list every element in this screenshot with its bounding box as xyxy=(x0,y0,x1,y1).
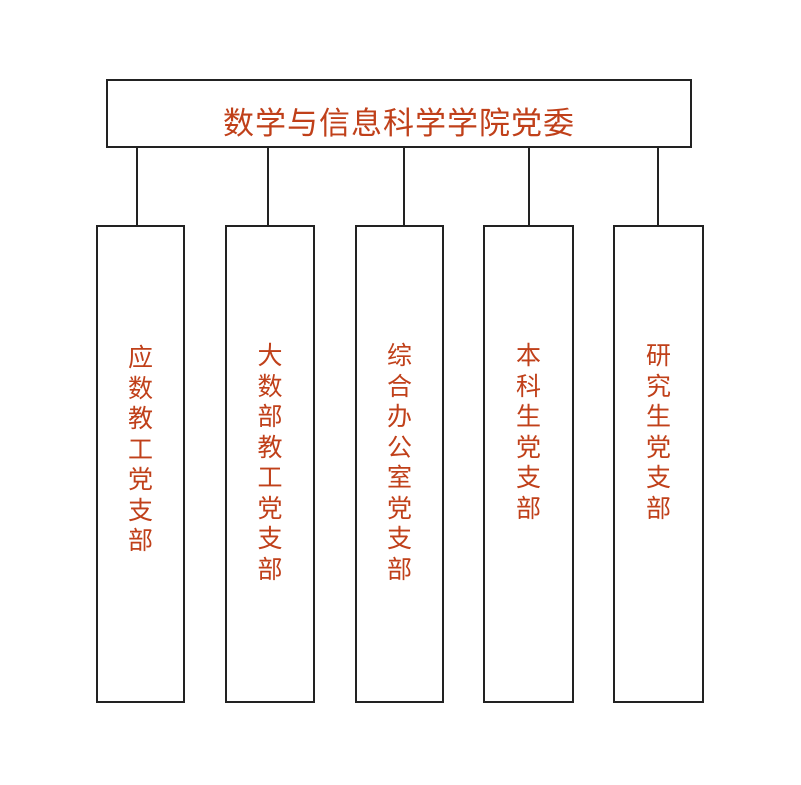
connector-line-5 xyxy=(657,147,659,226)
root-title: 数学与信息科学学院党委 xyxy=(223,106,575,142)
connector-line-1 xyxy=(136,147,138,226)
branch-label-1: 应数教工党支部 xyxy=(127,343,153,555)
branch-node-3: 综合办公室党支部 xyxy=(355,225,444,703)
root-node: 数学与信息科学学院党委 xyxy=(106,79,692,148)
connector-line-3 xyxy=(403,147,405,226)
branch-label-2: 大数部教工党支部 xyxy=(257,341,283,584)
branch-node-2: 大数部教工党支部 xyxy=(225,225,315,703)
branch-node-4: 本科生党支部 xyxy=(483,225,574,703)
connector-line-2 xyxy=(267,147,269,226)
branch-node-5: 研究生党支部 xyxy=(613,225,704,703)
connector-line-4 xyxy=(528,147,530,226)
branch-node-1: 应数教工党支部 xyxy=(96,225,185,703)
branch-label-5: 研究生党支部 xyxy=(645,341,671,523)
branch-label-3: 综合办公室党支部 xyxy=(386,341,412,584)
branch-label-4: 本科生党支部 xyxy=(515,341,541,523)
